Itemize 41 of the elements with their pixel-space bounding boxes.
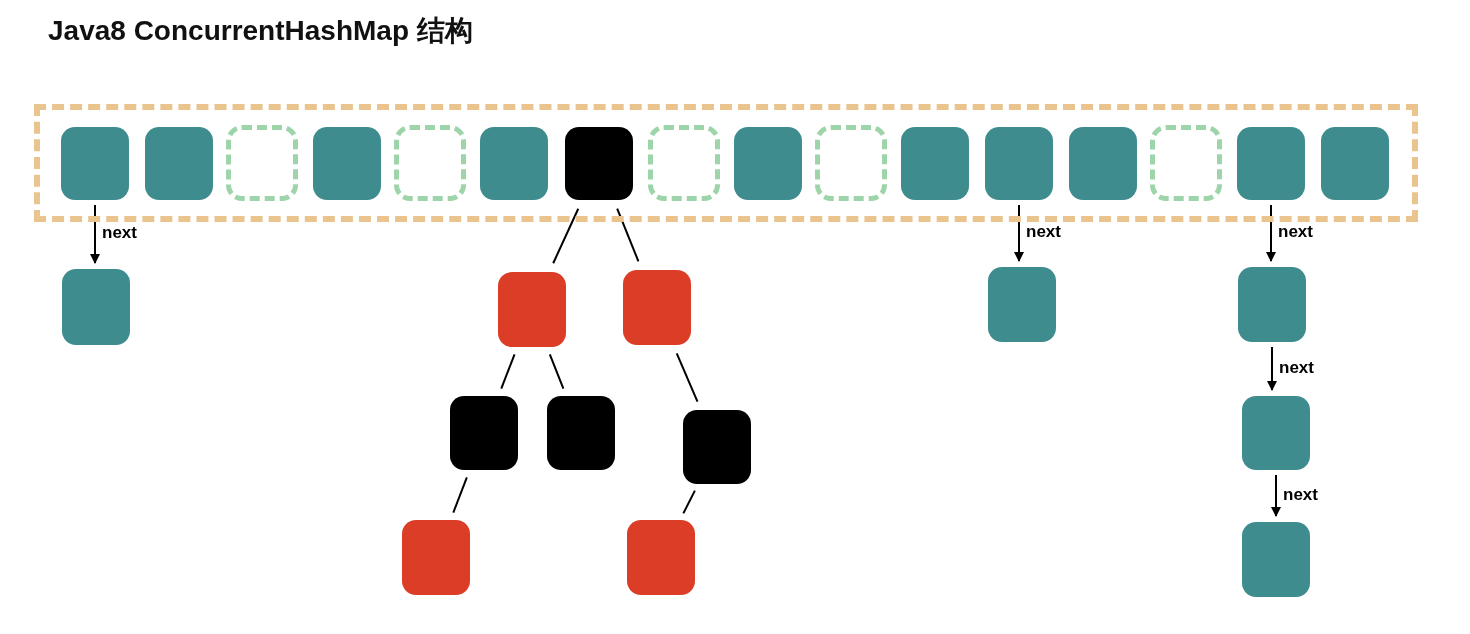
tree-node-box [450,396,518,470]
bucket-box [988,267,1056,342]
arrow [90,204,100,264]
tree-node-box [565,127,633,200]
bucket-box [901,127,969,200]
bucket-box [61,127,129,200]
connector-line [452,476,468,514]
connector-line [675,352,699,403]
tree-node-box [547,396,615,470]
empty-bucket-box [648,125,720,201]
title: Java8 ConcurrentHashMap 结构 [48,14,473,48]
arrow [1014,204,1024,262]
tree-node-box [498,272,566,347]
bucket-box [1321,127,1389,200]
tree-node-box [627,520,695,595]
bucket-box [1237,127,1305,200]
connector-line [682,489,696,515]
array-band [34,104,1418,222]
tree-node-box [402,520,470,595]
connector-line [548,353,565,390]
empty-bucket-box [1150,125,1222,201]
empty-bucket-box [394,125,466,201]
bucket-box [985,127,1053,200]
connector-line [500,353,516,390]
arrow [1267,346,1277,391]
bucket-box [480,127,548,200]
bucket-box [145,127,213,200]
bucket-box [1242,396,1310,470]
bucket-box [1238,267,1306,342]
empty-bucket-box [815,125,887,201]
empty-bucket-box [226,125,298,201]
bucket-box [1242,522,1310,597]
arrow [1271,474,1281,517]
bucket-box [62,269,130,345]
bucket-box [1069,127,1137,200]
tree-node-box [623,270,691,345]
bucket-box [313,127,381,200]
bucket-box [734,127,802,200]
tree-node-box [683,410,751,484]
connector-line [552,207,580,265]
arrow [1266,204,1276,262]
